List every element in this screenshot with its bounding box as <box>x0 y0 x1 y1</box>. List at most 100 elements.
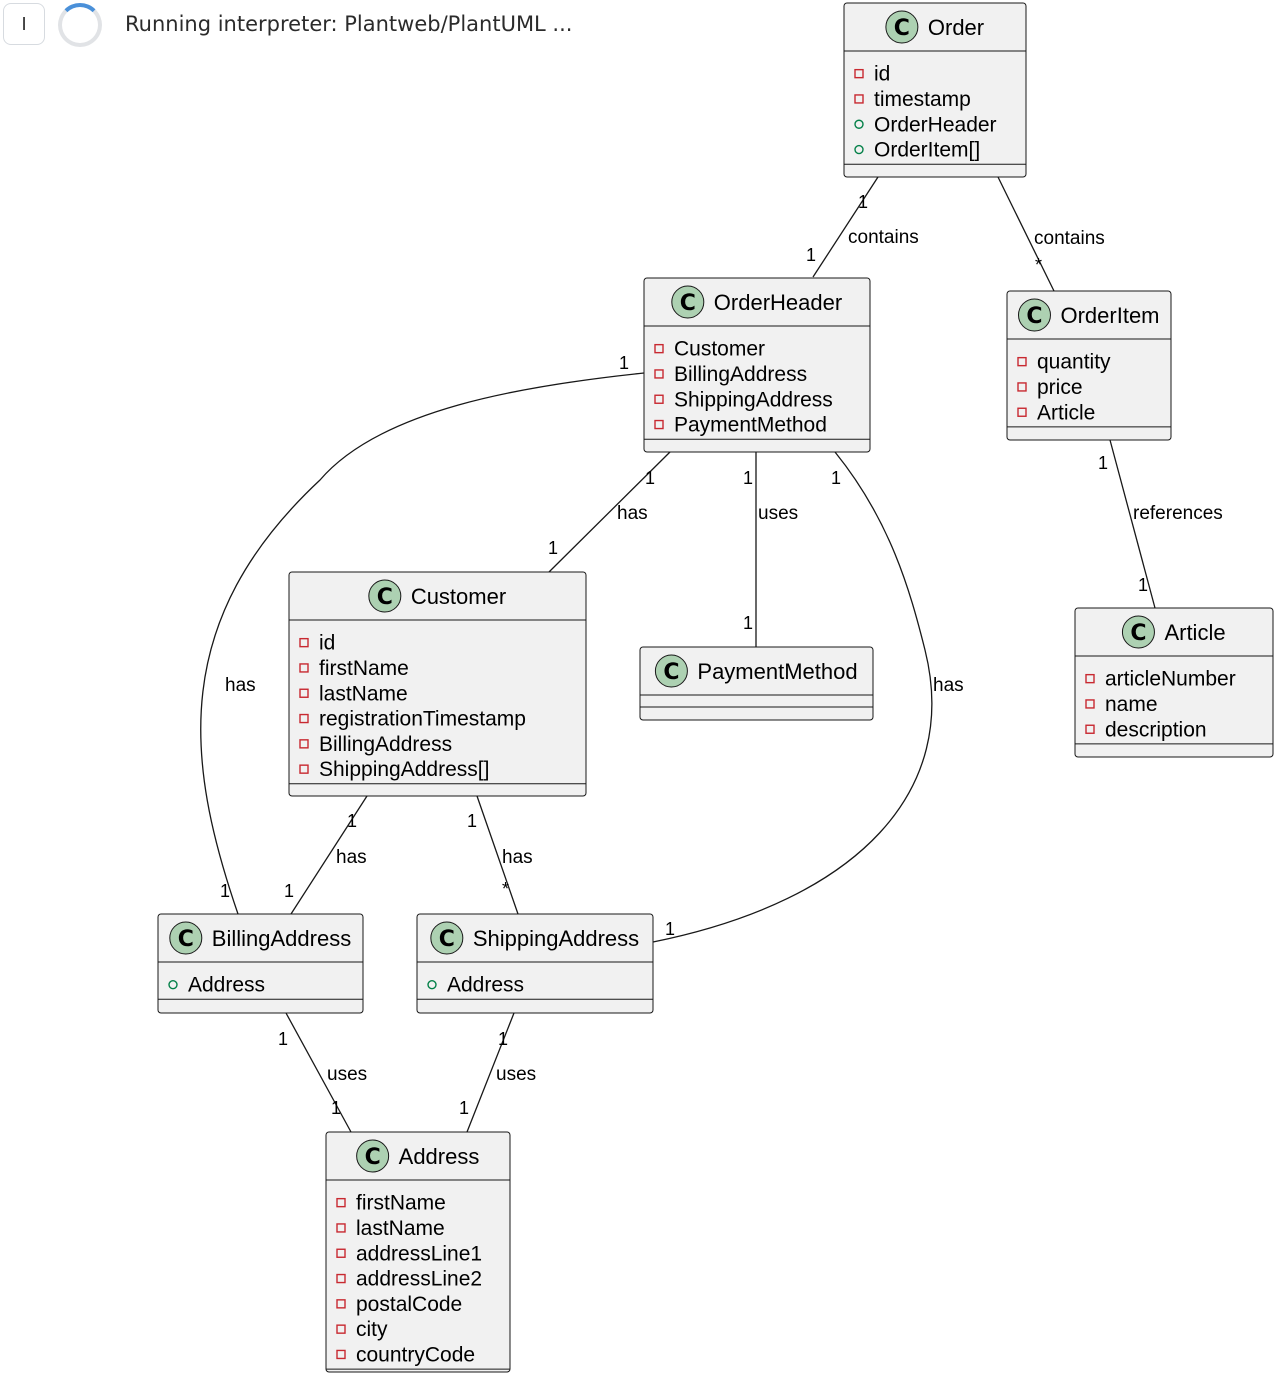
multiplicity: 1 <box>220 881 230 901</box>
class-box <box>1006 290 1172 441</box>
multiplicity: 1 <box>548 538 558 558</box>
class-attribute: postalCode <box>356 1293 462 1316</box>
class-c-icon <box>1121 615 1155 649</box>
edge-shippingaddress-address <box>466 1012 515 1133</box>
class-c-letter: C <box>365 1145 381 1170</box>
class-box <box>288 571 587 797</box>
private-icon <box>336 1349 346 1360</box>
edge-label: contains <box>848 227 919 248</box>
multiplicity: 1 <box>467 811 477 831</box>
multiplicity: 1 <box>278 1029 288 1049</box>
private-icon <box>336 1248 346 1258</box>
class-c-icon <box>368 579 402 613</box>
multiplicity: 1 <box>743 468 753 488</box>
class-c-icon <box>356 1139 390 1173</box>
class-attribute: description <box>1105 718 1207 741</box>
multiplicity: 1 <box>665 919 675 939</box>
class-attribute: quantity <box>1037 351 1111 374</box>
class-customer: CustomerCidfirstNamelastNameregistration… <box>288 571 587 797</box>
class-box <box>1074 607 1274 758</box>
class-name: Order <box>928 15 984 40</box>
class-box <box>639 646 874 721</box>
edge-orderheader-billingaddress <box>200 372 645 915</box>
multiplicity: * <box>1035 255 1042 275</box>
multiplicity: 1 <box>347 811 357 831</box>
class-c-letter: C <box>439 927 455 952</box>
class-paymentmethod: PaymentMethod C <box>639 646 874 721</box>
class-attribute: addressLine1 <box>356 1242 482 1265</box>
class-attribute: firstName <box>356 1192 446 1215</box>
class-attribute: BillingAddress <box>319 733 452 756</box>
status-text: Running interpreter: Plantweb/PlantUML .… <box>125 12 573 36</box>
edge-label: uses <box>758 503 798 524</box>
class-attribute: city <box>356 1318 388 1341</box>
class-attribute: Customer <box>674 338 765 361</box>
public-icon <box>427 979 437 990</box>
multiplicity: * <box>502 879 509 899</box>
private-icon <box>299 663 309 673</box>
private-icon <box>854 68 864 79</box>
edge-customer-shippingaddress <box>476 795 519 915</box>
public-icon <box>168 979 178 990</box>
private-icon <box>854 94 864 104</box>
private-icon <box>1085 699 1095 709</box>
class-box <box>643 277 871 453</box>
class-c-icon <box>654 654 688 688</box>
edge-order-orderheader <box>812 176 879 278</box>
class-c-letter: C <box>377 585 393 610</box>
private-icon <box>654 419 664 430</box>
class-c-icon <box>671 285 705 319</box>
edge-label: uses <box>327 1064 367 1085</box>
class-attribute: lastName <box>356 1217 445 1240</box>
class-attribute: lastName <box>319 682 408 705</box>
private-icon <box>336 1197 346 1208</box>
toolbar-button[interactable]: I <box>3 3 45 45</box>
class-attribute: BillingAddress <box>674 363 807 386</box>
multiplicity: 1 <box>498 1029 508 1049</box>
relations: contains 1 1 contains * has 1 1 uses 1 1… <box>200 176 1223 1133</box>
class-attribute: countryCode <box>356 1343 475 1366</box>
multiplicity: 1 <box>831 468 841 488</box>
class-attribute: ShippingAddress <box>674 388 833 411</box>
class-name: OrderItem <box>1060 303 1159 328</box>
class-c-letter: C <box>1026 304 1042 329</box>
private-icon <box>336 1324 346 1334</box>
class-attribute: OrderItem[] <box>874 139 980 162</box>
private-icon <box>654 394 664 404</box>
multiplicity: 1 <box>645 468 655 488</box>
class-attribute: firstName <box>319 657 409 680</box>
multiplicity: 1 <box>1138 575 1148 595</box>
edge-label: has <box>336 847 367 868</box>
private-icon <box>1017 407 1027 417</box>
edge-orderheader-customer <box>548 451 671 573</box>
multiplicity: 1 <box>284 881 294 901</box>
class-c-icon <box>169 921 203 955</box>
edge-label: has <box>933 675 964 696</box>
class-c-letter: C <box>894 16 910 41</box>
edge-order-orderitem <box>997 176 1055 292</box>
edge-label: has <box>502 847 533 868</box>
edge-orderitem-article <box>1109 439 1156 609</box>
private-icon <box>336 1223 346 1233</box>
class-attribute: name <box>1105 693 1158 716</box>
class-c-letter: C <box>663 660 679 685</box>
edge-label: has <box>617 503 648 524</box>
class-orderheader: OrderHeaderCCustomerBillingAddressShippi… <box>643 277 871 453</box>
class-name: Address <box>399 1144 480 1169</box>
class-box <box>416 913 654 1014</box>
edge-customer-billingaddress <box>290 795 368 915</box>
class-c-letter: C <box>1130 621 1146 646</box>
edge-orderheader-shippingaddress <box>652 451 933 943</box>
class-name: PaymentMethod <box>697 659 857 684</box>
class-c-icon <box>1017 298 1051 332</box>
edge-label: uses <box>496 1064 536 1085</box>
class-attribute: id <box>874 63 890 86</box>
toolbar: I Running interpreter: Plantweb/PlantUML… <box>0 0 820 52</box>
class-attribute: price <box>1037 376 1083 399</box>
edge-label: contains <box>1034 228 1105 249</box>
class-attribute: Address <box>188 974 265 997</box>
